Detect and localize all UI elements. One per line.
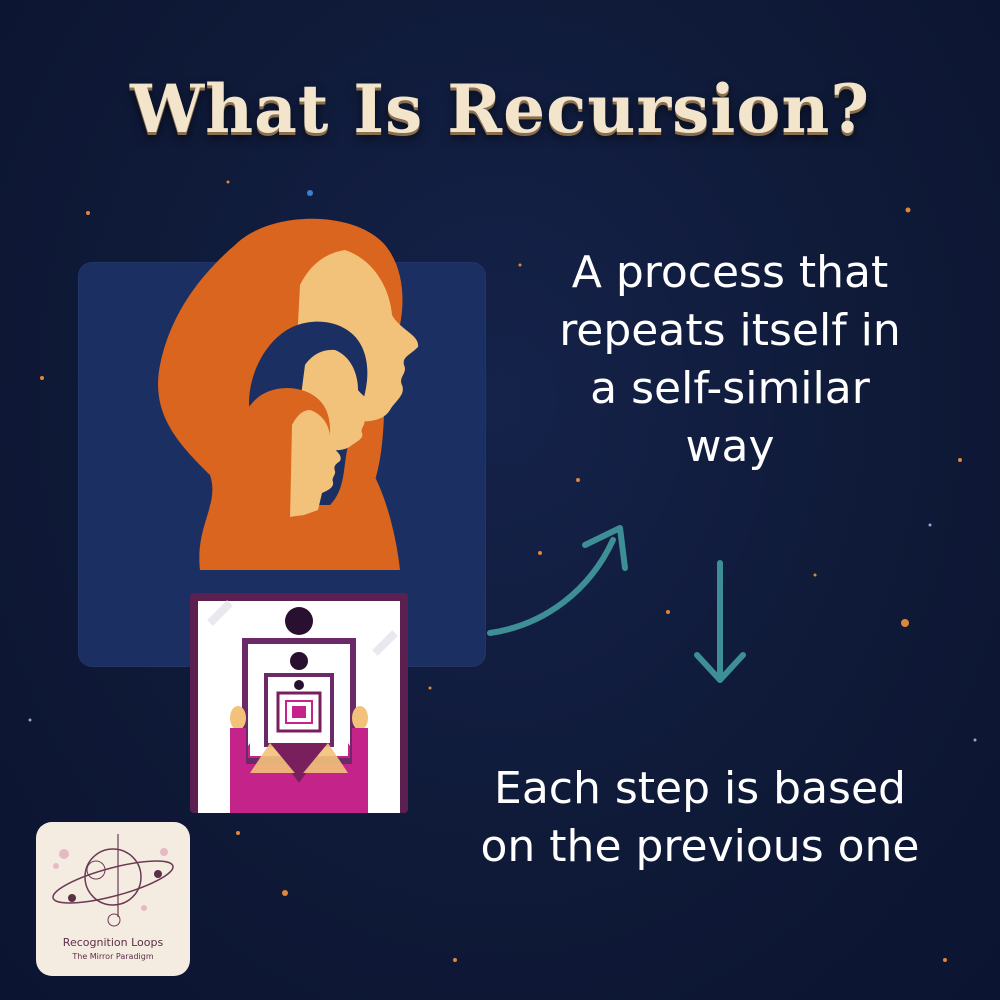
logo-tagline: The Mirror Paradigm	[72, 952, 154, 961]
definition-line: way	[685, 421, 775, 472]
logo-name: Recognition Loops	[62, 936, 164, 949]
consequence-text: Each step is based on the previous one	[440, 760, 960, 876]
page-title: What Is Recursion?	[129, 70, 871, 148]
definition-text: A process that repeats itself in a self-…	[530, 244, 930, 476]
definition-line: repeats itself in	[559, 305, 901, 356]
orbit-planet-icon	[52, 834, 174, 927]
definition-line: a self-similar	[590, 363, 870, 414]
brand-logo: Recognition Loops The Mirror Paradigm	[36, 822, 190, 976]
definition-line: A process that	[571, 247, 889, 298]
recursive-mirror-illustration	[190, 593, 408, 813]
consequence-line: on the previous one	[480, 821, 920, 872]
mirror-recursion-graphic	[198, 600, 400, 813]
consequence-line: Each step is based	[494, 763, 906, 814]
nested-profiles-illustration	[158, 218, 419, 570]
